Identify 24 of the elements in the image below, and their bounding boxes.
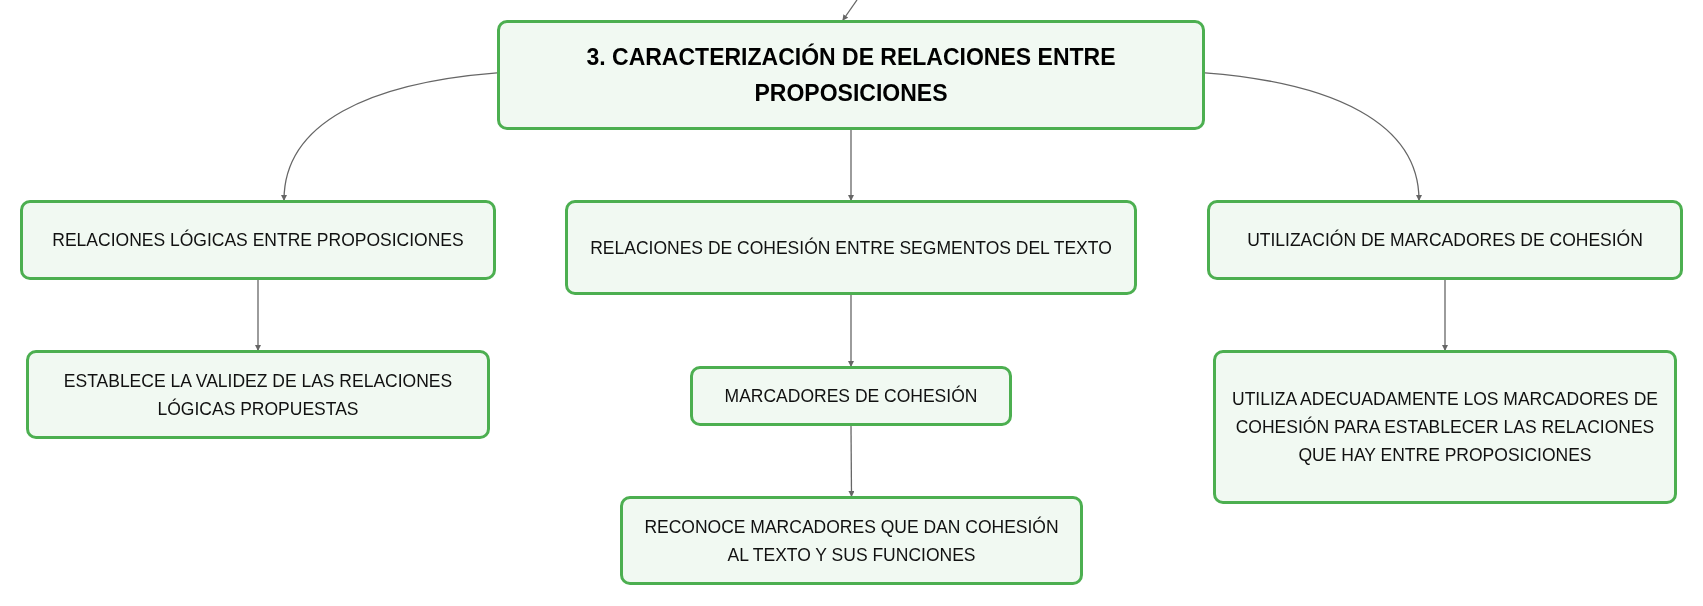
node-text: RELACIONES LÓGICAS ENTRE PROPOSICIONES (52, 228, 464, 252)
concept-box (20, 200, 496, 280)
connector-arrow (1442, 279, 1448, 351)
title-box (497, 20, 1205, 130)
concept-box (1213, 350, 1677, 504)
node-text: ESTABLECE LA VALIDEZ DE LAS RELACIONES LÓGICAS PROPUESTAS (62, 369, 454, 421)
node-text: UTILIZA ADECUADAMENTE LOS MARCADORES DE COHESIÓN PARA ESTABLECER LAS RELACIONES QUE HAY ENTRE PROPOSICIONES (1231, 388, 1659, 467)
connector-arrow (848, 129, 854, 201)
connector-arrow (255, 279, 261, 351)
title-text: 3. CARACTERIZACIÓN DE RELACIONES ENTRE PROPOSICIONES (585, 42, 1117, 108)
node-text: MARCADORES DE COHESIÓN (724, 384, 978, 408)
concept-box (690, 366, 1012, 426)
node-text: UTILIZACIÓN DE MARCADORES DE COHESIÓN (1247, 228, 1643, 252)
concept-box (1207, 200, 1683, 280)
concept-box (26, 350, 490, 439)
connector-arrow (842, 0, 858, 21)
node-text: RECONOCE MARCADORES QUE DAN COHESIÓN AL TEXTO Y SUS FUNCIONES (643, 515, 1060, 567)
connector-arrow (1204, 72, 1422, 201)
connector-arrow (848, 294, 854, 367)
concept-box (620, 496, 1083, 585)
concept-box (565, 200, 1137, 295)
connector-arrow (848, 425, 855, 497)
node-text: RELACIONES DE COHESIÓN ENTRE SEGMENTOS DEL TEXTO (590, 236, 1112, 260)
connector-arrow (281, 72, 498, 201)
